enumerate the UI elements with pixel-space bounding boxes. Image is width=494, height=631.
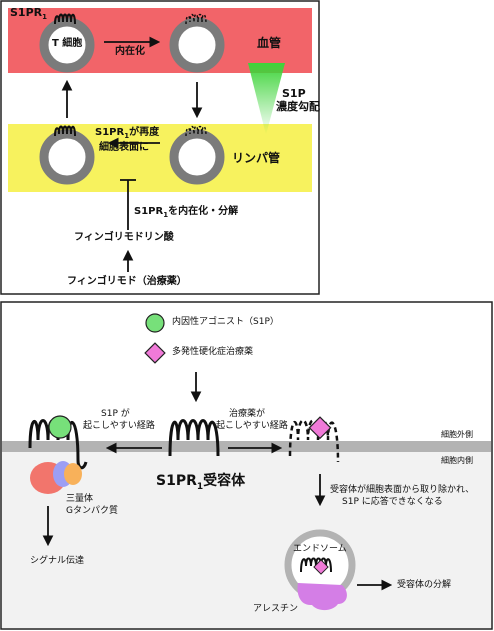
reexpress-label-line1: S1PR1が再度 [95, 127, 160, 140]
signal-label: シグナル伝達 [30, 556, 85, 566]
g-gamma-shape [64, 463, 82, 485]
gprotein-label-line1: 三量体 [66, 494, 94, 504]
left-path-label-line2: 起こしやすい経路 [83, 421, 155, 431]
right-path-label-line2: 起こしやすい経路 [216, 421, 288, 431]
drug-endosome-icon [313, 559, 329, 575]
inside-label: 細胞内側 [441, 456, 473, 465]
left-path-label-line1: S1P が [101, 409, 130, 419]
receptor-squiggle-dashed-2 [185, 125, 207, 137]
receptor-squiggle-dashed [185, 13, 207, 25]
t-cell-bottom-right [169, 129, 225, 185]
internalize-label: 内在化 [115, 46, 145, 57]
t-cell-label: T 細胞 [52, 38, 83, 49]
removed-label-line2: S1P に応答できなくなる [342, 497, 443, 507]
removed-label-line1: 受容体が細胞表面から取り除かれ、 [330, 485, 475, 495]
receptor-title: S1PR1受容体 [156, 473, 246, 492]
receptor-left-squiggle [28, 419, 88, 470]
drug-bound-icon [308, 416, 332, 440]
legend-agonist-label: 内因性アゴニスト（S1P） [172, 317, 279, 327]
drug-label: フィンゴリモド（治療薬） [67, 276, 187, 287]
degrade-label: 受容体の分解 [397, 580, 452, 590]
vessel-label: 血管 [257, 36, 282, 50]
phosphate-label: フィンゴリモドリン酸 [74, 232, 174, 243]
t-cell-top-right [169, 17, 225, 73]
reexpress-label-line2: 細胞表面に [99, 142, 149, 153]
outside-label: 細胞外側 [441, 430, 473, 439]
endosome-label: エンドソーム [293, 544, 347, 554]
intracellular-region [2, 452, 491, 628]
receptor-squiggle-surface-2 [54, 125, 76, 137]
arrestin-shape [297, 583, 347, 611]
s1p-gradient-triangle [248, 63, 285, 135]
legend-drug-label: 多発性硬化症治療薬 [172, 347, 254, 357]
arrestin-label: アレスチン [253, 604, 299, 614]
receptor-center-squiggle [168, 419, 220, 457]
green-circle-icon [145, 313, 165, 333]
agonist-bound-icon [48, 415, 72, 439]
gradient-label-line2: 濃度勾配 [276, 100, 320, 113]
lymph-label: リンパ管 [232, 151, 281, 165]
gradient-label-line1: S1P [282, 87, 306, 100]
cell-membrane [2, 441, 491, 452]
gprotein-label-line2: Gタンパク質 [66, 506, 118, 516]
s1pr-label: S1PR1 [10, 6, 47, 22]
pink-diamond-icon [144, 342, 166, 364]
right-path-label-line1: 治療薬が [229, 409, 266, 419]
t-cell-bottom-left [39, 129, 95, 185]
receptor-squiggle-surface [54, 13, 76, 25]
inhibit-label: S1PR1を内在化・分解 [134, 206, 239, 219]
